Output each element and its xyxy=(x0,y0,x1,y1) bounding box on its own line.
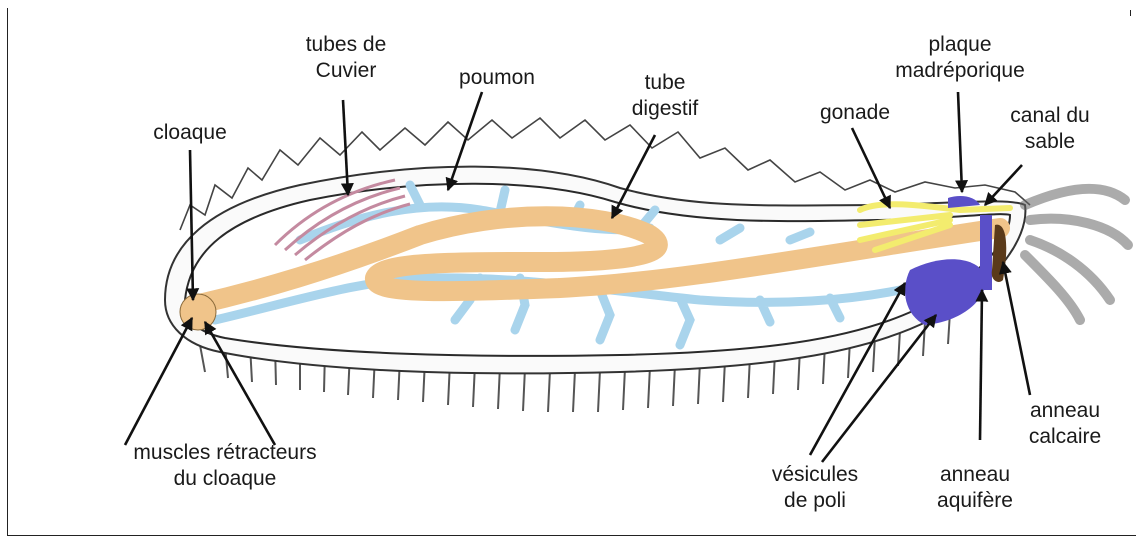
aquifere-line2: aquifère xyxy=(915,488,1035,514)
aquifere-line1: anneau xyxy=(915,462,1035,488)
calcaire-line1: anneau xyxy=(1010,398,1120,424)
cloaque-line1: cloaque xyxy=(135,120,245,146)
plaque-line2: madréporique xyxy=(880,58,1040,84)
label-muscles-retracteurs: muscles rétracteurs du cloaque xyxy=(100,440,350,492)
gonade-line1: gonade xyxy=(800,100,910,126)
vesicules-line2: de poli xyxy=(750,488,880,514)
calcaire-line2: calcaire xyxy=(1010,424,1120,450)
aquiferous-ring xyxy=(980,215,992,290)
muscles-line2: du cloaque xyxy=(100,466,350,492)
tube-digestif-line1: tube xyxy=(615,70,715,96)
tubes-cuvier-line1: tubes de xyxy=(286,32,406,58)
tentacles xyxy=(1025,189,1128,320)
label-gonade: gonade xyxy=(800,100,910,126)
label-vesicules-de-poli: vésicules de poli xyxy=(750,462,880,514)
poumon-line1: poumon xyxy=(447,65,547,91)
label-cloaque: cloaque xyxy=(135,120,245,146)
tube-digestif-line2: digestif xyxy=(615,96,715,122)
canal-line1: canal du xyxy=(990,103,1110,129)
label-anneau-aquifere: anneau aquifère xyxy=(915,462,1035,514)
tubes-cuvier-line2: Cuvier xyxy=(286,58,406,84)
plaque-line1: plaque xyxy=(880,32,1040,58)
label-anneau-calcaire: anneau calcaire xyxy=(1010,398,1120,450)
label-plaque-madreporique: plaque madréporique xyxy=(880,32,1040,84)
label-tube-digestif: tube digestif xyxy=(615,70,715,122)
label-canal-du-sable: canal du sable xyxy=(990,103,1110,155)
vesicules-line1: vésicules xyxy=(750,462,880,488)
canal-line2: sable xyxy=(990,129,1110,155)
cloaca-shape xyxy=(180,294,216,330)
label-tubes-de-cuvier: tubes de Cuvier xyxy=(286,32,406,84)
muscles-line1: muscles rétracteurs xyxy=(100,440,350,466)
polian-vesicles xyxy=(905,259,986,325)
label-poumon: poumon xyxy=(447,65,547,91)
